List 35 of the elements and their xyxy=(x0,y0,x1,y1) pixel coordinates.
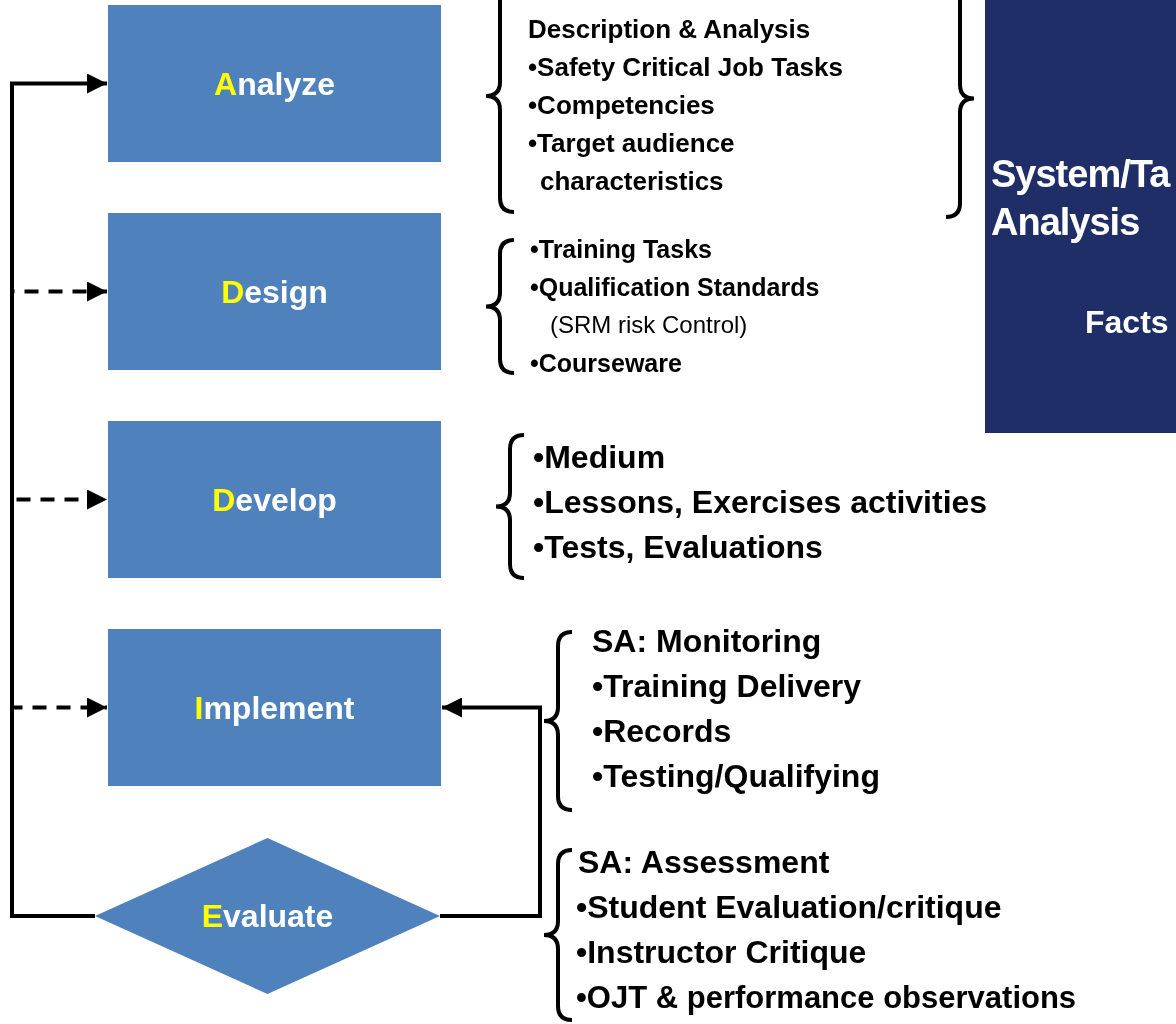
bullet-text: •Testing/Qualifying xyxy=(592,757,881,796)
bullet-text: •Records xyxy=(592,712,733,751)
process-box xyxy=(108,5,441,162)
arrow xyxy=(10,697,107,918)
bullet-text: •Training Delivery xyxy=(592,667,863,706)
bullet-text: •Courseware xyxy=(530,348,683,379)
bullet-text: •Tests, Evaluations xyxy=(533,528,824,567)
bullet-text: •Student Evaluation/critique xyxy=(576,888,1003,927)
bullet-text: SA: Monitoring xyxy=(592,622,823,661)
bullet-text: SA: Assessment xyxy=(578,843,831,882)
panel-title: System/Ta Analysis xyxy=(991,152,1172,245)
step-label: Implement xyxy=(194,688,355,728)
bullet-text: •Lessons, Exercises activities xyxy=(533,483,989,522)
bullet-text: •Medium xyxy=(533,438,667,477)
panel-text: Facts xyxy=(1085,303,1169,342)
bullet-text: Description & Analysis xyxy=(528,13,812,46)
panel xyxy=(985,0,1176,433)
step-label: Develop xyxy=(212,480,337,520)
process-box xyxy=(108,421,441,578)
bullet-text: •Target audience characteristics xyxy=(528,127,736,198)
step-label: Analyze xyxy=(214,64,335,104)
decision-diamond xyxy=(95,838,440,994)
step-label: Evaluate xyxy=(201,897,334,936)
bullet-text: •OJT & performance observations xyxy=(576,979,1078,1017)
arrow xyxy=(10,73,107,918)
bullet-text: (SRM risk Control) xyxy=(550,310,749,340)
process-box xyxy=(108,213,441,370)
bullet-text: •Instructor Critique xyxy=(576,933,868,972)
bullet-text: •Safety Critical Job Tasks xyxy=(528,51,844,84)
bullet-text: •Qualification Standards xyxy=(530,272,821,303)
process-box xyxy=(108,629,441,786)
bullet-text: •Training Tasks xyxy=(530,234,713,265)
bullet-text: •Competencies xyxy=(528,89,716,122)
arrow xyxy=(440,697,542,918)
step-label: Design xyxy=(221,272,328,312)
